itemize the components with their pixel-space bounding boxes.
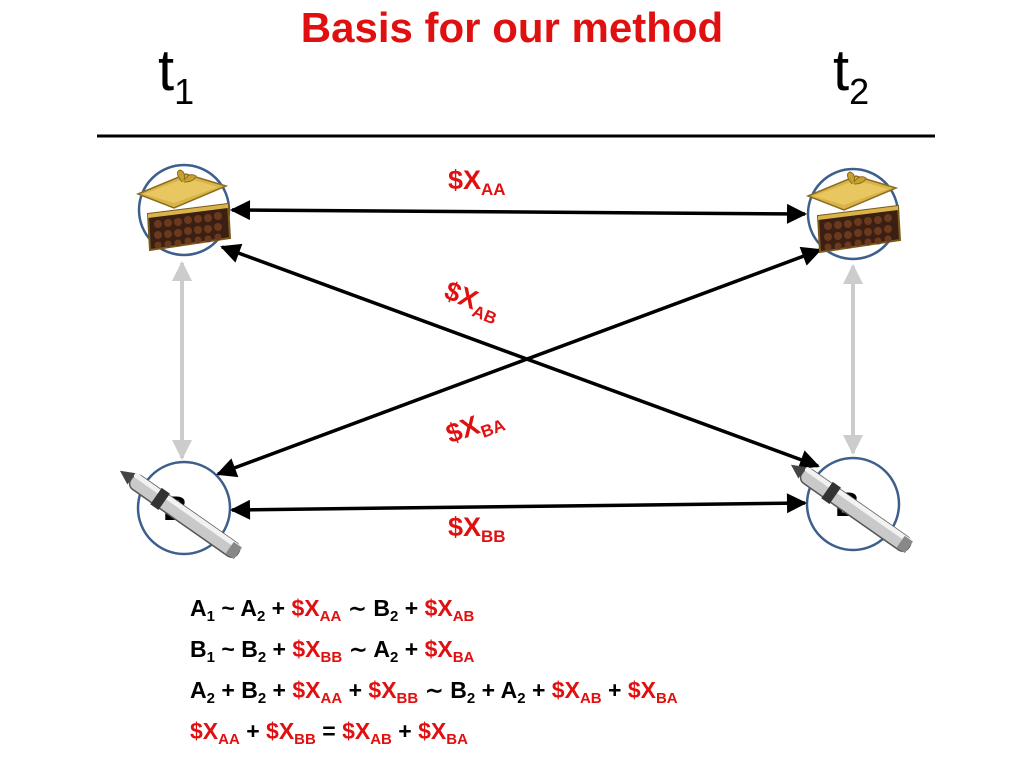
equation-4: $XAA + $XBB = $XAB + $XBA xyxy=(190,718,468,748)
pen-icon xyxy=(790,464,913,554)
time-label-t1: t1 xyxy=(158,38,195,112)
equation-1: A1 ~ A2 + $XAA ∼ B2 + $XAB xyxy=(190,595,475,625)
label-x-aa: $XAA xyxy=(448,165,506,199)
pen-icon xyxy=(119,470,242,560)
chocolate-box-icon xyxy=(805,171,902,254)
label-x-bb: $XBB xyxy=(448,512,506,546)
slide-title: Basis for our method xyxy=(300,4,724,51)
arrow-bb xyxy=(230,493,807,520)
time-label-t2: t2 xyxy=(833,38,870,112)
arrow-aa xyxy=(230,200,807,224)
equations-block: A1 ~ A2 + $XAA ∼ B2 + $XAB B1 ~ B2 + $XB… xyxy=(190,592,678,756)
chocolate-box-icon xyxy=(135,169,232,252)
equation-2: B1 ~ B2 + $XBB ∼ A2 + $XBA xyxy=(190,636,475,666)
arrow-ba xyxy=(216,246,822,478)
equation-3: A2 + B2 + $XAA + $XBB ∼ B2 + A2 + $XAB +… xyxy=(190,677,678,707)
